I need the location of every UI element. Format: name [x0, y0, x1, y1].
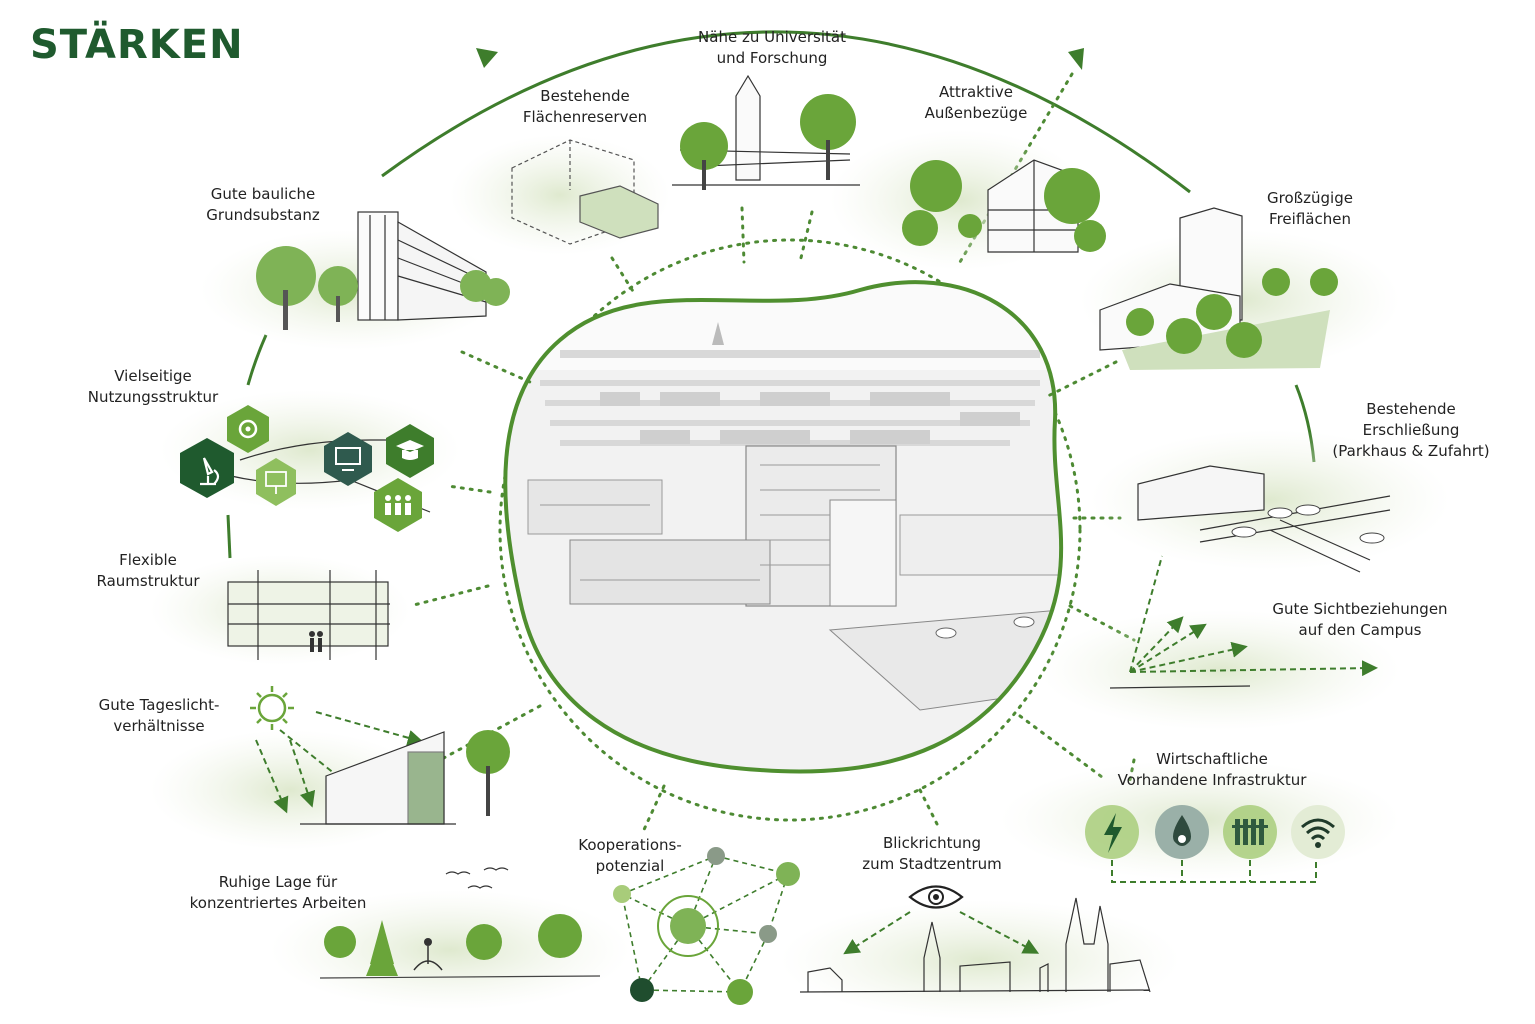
label-aussenbezuege: Attraktive Außenbezüge — [924, 83, 1028, 122]
trees-freiflaechen — [1126, 268, 1338, 358]
label-sichtbeziehungen: Gute Sichtbeziehungen auf den Campus — [1272, 600, 1448, 639]
arc-arrow-left — [476, 48, 498, 68]
water-drop-icon — [1155, 805, 1209, 859]
label-tageslicht: Gute Tageslicht- verhältnisse — [98, 696, 220, 735]
label-infrastruktur: Wirtschaftliche Vorhandene Infrastruktur — [1117, 750, 1307, 789]
lightning-icon — [1085, 805, 1139, 859]
infrastructure-icons — [1085, 805, 1345, 859]
eye-sight-lines — [843, 911, 1040, 955]
page-title: STÄRKEN — [30, 22, 244, 68]
presentation-board-icon — [256, 458, 296, 506]
left-arc-upper — [246, 334, 268, 386]
ground-line-sight — [1109, 685, 1251, 689]
sun-icon — [250, 686, 294, 730]
left-arc-lower — [226, 514, 232, 559]
people-raumstruktur — [309, 631, 323, 652]
graduation-cap-icon — [386, 424, 434, 478]
trees-grundsubstanz — [256, 246, 510, 330]
usage-hexagons — [180, 405, 434, 532]
label-flaechenreserven: Bestehende Flächenreserven — [522, 87, 648, 126]
arc-arrow-right — [1068, 48, 1084, 70]
parking-sketch — [1137, 465, 1391, 573]
label-grundsubstanz: Gute bauliche Grundsubstanz — [206, 185, 320, 224]
eye-icon — [908, 885, 964, 909]
people-icon — [374, 478, 422, 532]
gear-icon — [227, 405, 269, 453]
campus-image — [505, 282, 1062, 772]
microscope-icon — [180, 438, 234, 498]
top-arc — [381, 30, 1191, 194]
label-nutzungsstruktur: Vielseitige Nutzungsstruktur — [87, 367, 219, 406]
wifi-icon — [1291, 805, 1345, 859]
network-nodes — [613, 847, 800, 1005]
label-freiflaechen: Großzügige Freiflächen — [1267, 189, 1353, 228]
label-kooperation: Kooperations- potenzial — [578, 836, 682, 875]
cars — [1231, 504, 1385, 544]
daylight-building — [300, 731, 456, 825]
building-sketch-grundsubstanz — [357, 211, 487, 321]
monitor-icon — [324, 432, 372, 486]
infrastructure-connector — [1111, 860, 1317, 883]
trees-university — [680, 94, 856, 190]
label-universitaet: Nähe zu Universität und Forschung — [698, 28, 846, 67]
trees-ruhige-lage — [324, 914, 582, 976]
room-structure-sketch — [227, 570, 390, 660]
sight-lines — [1129, 555, 1378, 677]
label-stadtzentrum: Blickrichtung zum Stadtzentrum — [862, 834, 1002, 873]
center-blob-outline — [503, 280, 1064, 774]
skyline-sketch — [799, 897, 1151, 993]
birds — [445, 867, 509, 889]
radiator-icon — [1223, 805, 1277, 859]
label-raumstruktur: Flexible Raumstruktur — [96, 551, 200, 590]
label-erschliessung: Bestehende Erschließung (Parkhaus & Zufa… — [1332, 400, 1490, 460]
dotted-ring — [498, 238, 1082, 822]
meditating-person — [413, 946, 443, 971]
reserve-volumes — [511, 139, 659, 245]
label-ruhige-lage: Ruhige Lage für konzentriertes Arbeiten — [189, 873, 367, 912]
trees-aussenbezuege — [902, 160, 1106, 252]
